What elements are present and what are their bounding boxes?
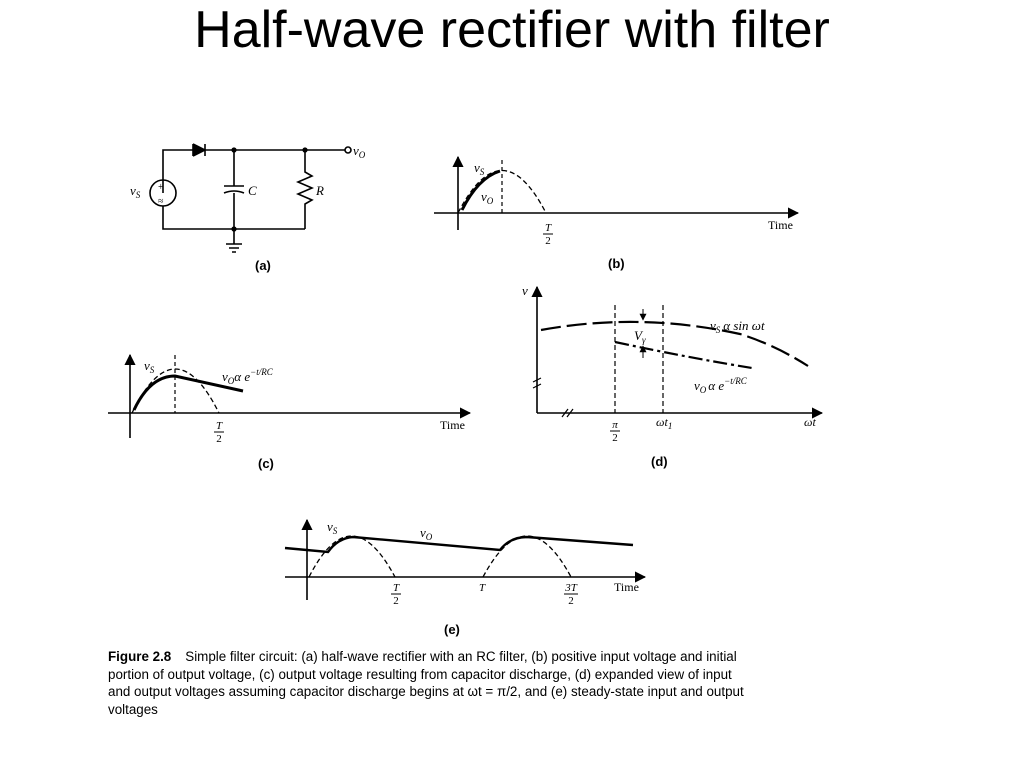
vs-label: vS (130, 183, 141, 200)
svg-text:3T: 3T (564, 582, 578, 594)
vo-label: vO (353, 143, 366, 160)
ground-symbol (226, 229, 242, 253)
circuit-diagram (149, 143, 352, 253)
c-vo-label: vOα e−t/RC (222, 367, 274, 386)
caption-text: Simple filter circuit: (a) half-wave rec… (108, 649, 744, 717)
c-axis-label: Time (440, 418, 465, 432)
e-vo-curve (284, 535, 634, 554)
capacitor-label: C (248, 183, 257, 198)
svg-text:T: T (216, 420, 223, 432)
panel-label-b: (b) (608, 256, 625, 271)
e-vo-label: vO (420, 525, 433, 542)
d-vs-curve (540, 320, 809, 367)
d-v-label: v (522, 283, 528, 298)
e-vs-label: vS (327, 519, 338, 536)
b-tick-t: T (545, 222, 552, 234)
svg-text:2: 2 (216, 433, 222, 445)
diode-symbol (192, 143, 207, 157)
d-axis-label: ωt (804, 415, 816, 429)
c-vs-label: vS (144, 358, 155, 375)
panel-label-a: (a) (255, 258, 271, 273)
svg-text:≈: ≈ (158, 196, 164, 207)
panel-e-plot (284, 518, 647, 600)
vs-curve (457, 170, 547, 214)
d-vgamma-label: Vγ (634, 328, 646, 345)
panel-b-plot (434, 155, 800, 230)
e-vs-curve-2 (482, 535, 572, 578)
b-axis-label: Time (768, 218, 793, 232)
panel-c-plot (108, 353, 472, 438)
panel-label-d: (d) (651, 454, 668, 469)
e-tick-t: T (479, 582, 486, 594)
resistor-symbol (295, 150, 315, 229)
c-vo-curve (132, 374, 244, 411)
b-vo-label: vO (481, 189, 494, 206)
panel-label-e: (e) (444, 622, 460, 637)
panel-label-c: (c) (258, 456, 274, 471)
e-vs-curve-1 (308, 535, 396, 578)
svg-text:2: 2 (568, 595, 574, 607)
slide-title: Half-wave rectifier with filter (194, 1, 830, 59)
svg-text:2: 2 (393, 595, 399, 607)
capacitor-symbol (223, 150, 245, 229)
svg-text:T: T (393, 582, 400, 594)
svg-text:2: 2 (612, 432, 618, 444)
svg-text:2: 2 (545, 235, 551, 247)
b-vs-label: vS (474, 160, 485, 177)
resistor-label: R (315, 183, 324, 198)
vo-curve (460, 169, 501, 211)
panel-d-plot (531, 285, 824, 419)
caption-figure-number: Figure 2.8 (108, 649, 172, 664)
svg-text:π: π (612, 419, 618, 431)
e-axis-label: Time (614, 580, 639, 594)
svg-text:+: + (158, 182, 164, 193)
d-wt1-label: ωt1 (656, 415, 672, 431)
d-vo-curve (614, 340, 753, 370)
